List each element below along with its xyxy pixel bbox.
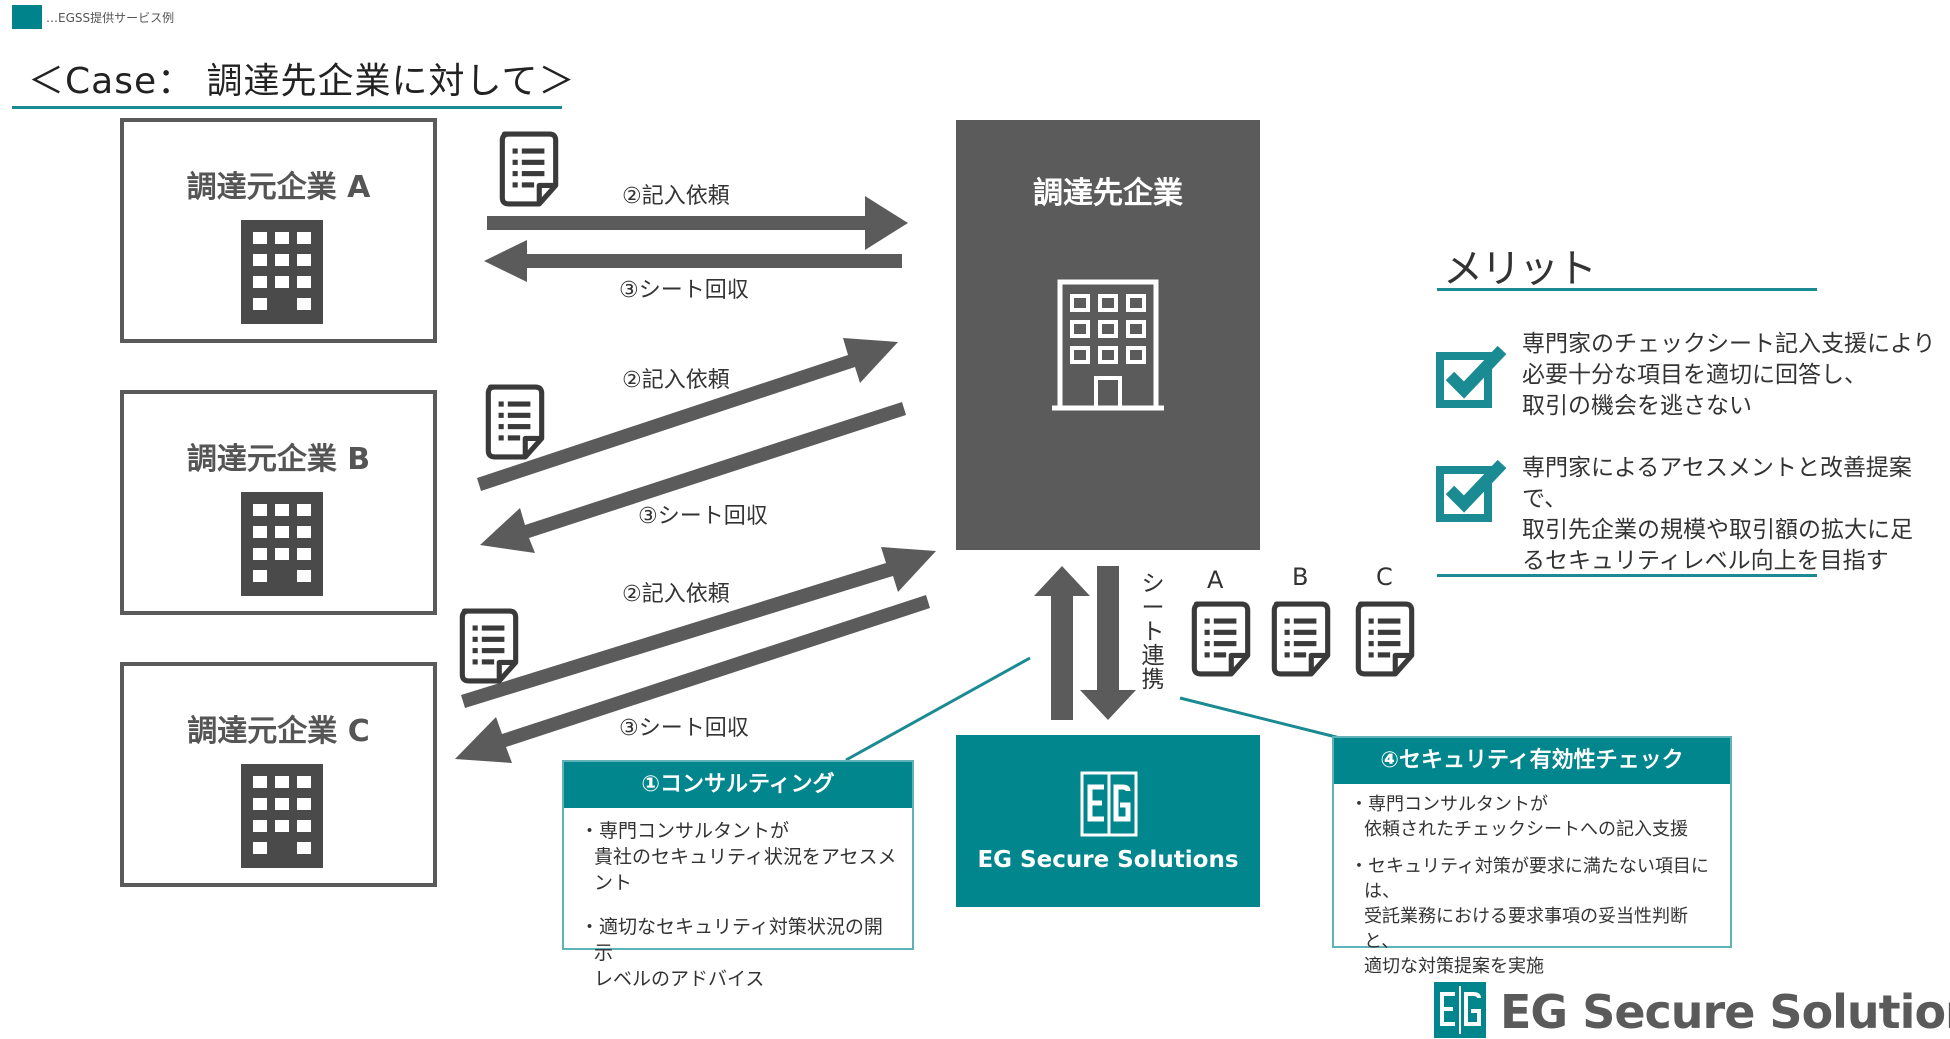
arrow-collect-a bbox=[484, 240, 902, 282]
sheet-b-document-icon bbox=[1270, 600, 1332, 678]
merit-underline bbox=[1437, 288, 1817, 291]
legend-text: …EGSS提供サービス例 bbox=[46, 11, 175, 25]
building-icon bbox=[1052, 279, 1164, 411]
arrow-label-collect-c: ③シート回収 bbox=[619, 716, 749, 741]
client-box-c: 調達元企業 C bbox=[120, 662, 437, 887]
sheet-letter-b: B bbox=[1292, 563, 1309, 591]
arrow-label-request-a: ②記入依頼 bbox=[622, 184, 730, 209]
document-icon bbox=[498, 130, 560, 208]
client-label-b: 調達元企業 B bbox=[186, 442, 371, 477]
security-check-item: ・セキュリティ対策が要求に満たない項目には、 受託業務における要求事項の妥当性判… bbox=[1350, 856, 1709, 977]
eg-logo-icon bbox=[1080, 771, 1138, 837]
consulting-title: ①コンサルティング bbox=[564, 762, 912, 808]
client-box-a: 調達元企業 A bbox=[120, 118, 437, 343]
merit-item-2: 専門家によるアセスメントと改善提案で、 取引先企業の規模や取引額の拡大に足 るセ… bbox=[1522, 455, 1913, 574]
consulting-box: ①コンサルティング ・専門コンサルタントが 貴社のセキュリティ状況をアセスメント… bbox=[562, 760, 914, 990]
building-icon bbox=[241, 764, 323, 868]
security-check-item: ・専門コンサルタントが 依頼されたチェックシートへの記入支援 bbox=[1350, 794, 1688, 840]
sheet-c-document-icon bbox=[1354, 600, 1416, 678]
client-label-c: 調達元企業 C bbox=[187, 714, 370, 749]
arrow-label-request-b: ②記入依頼 bbox=[622, 368, 730, 393]
building-icon bbox=[241, 220, 323, 324]
arrow-egss-up bbox=[1034, 566, 1090, 720]
arrow-label-request-c: ②記入依頼 bbox=[622, 582, 730, 607]
egss-name: EG Secure Solutions bbox=[977, 847, 1239, 873]
client-label-a: 調達元企業 A bbox=[186, 170, 371, 205]
supplier-label: 調達先企業 bbox=[1033, 176, 1183, 211]
checkbox-checked-icon bbox=[1436, 346, 1508, 408]
footer-eg-logo-icon bbox=[1434, 982, 1486, 1038]
supplier-box: 調達先企業 bbox=[956, 120, 1260, 550]
arrow-request-a bbox=[487, 196, 908, 250]
merit-item-1: 専門家のチェックシート記入支援により 必要十分な項目を適切に回答し、 取引の機会… bbox=[1522, 331, 1936, 419]
client-box-b: 調達元企業 B bbox=[120, 390, 437, 615]
security-check-box: ④セキュリティ有効性チェック ・専門コンサルタントが 依頼されたチェックシートへ… bbox=[1332, 736, 1732, 977]
sheet-letter-c: C bbox=[1376, 563, 1393, 591]
building-icon bbox=[241, 492, 323, 596]
merit-bottom-line bbox=[1437, 574, 1817, 577]
merit-title: メリット bbox=[1443, 246, 1597, 292]
document-icon bbox=[484, 383, 546, 461]
arrow-label-collect-b: ③シート回収 bbox=[638, 504, 768, 529]
consulting-item: ・専門コンサルタントが 貴社のセキュリティ状況をアセスメント bbox=[580, 820, 897, 894]
legend-swatch bbox=[12, 5, 42, 29]
egss-box: EG Secure Solutions bbox=[956, 735, 1260, 907]
checkbox-checked-icon bbox=[1436, 460, 1508, 522]
arrow-sync-down bbox=[1080, 566, 1136, 720]
connector-security-check bbox=[1179, 696, 1349, 742]
consulting-item: ・適切なセキュリティ対策状況の開示 レベルのアドバイス bbox=[580, 916, 883, 990]
sheet-a-document-icon bbox=[1190, 600, 1252, 678]
security-check-title: ④セキュリティ有効性チェック bbox=[1334, 738, 1730, 784]
sheet-sync-label: シート連携 bbox=[1141, 571, 1165, 693]
document-icon bbox=[458, 607, 520, 685]
arrow-request-c bbox=[461, 547, 936, 708]
connector-consulting bbox=[845, 656, 1031, 762]
case-title-underline bbox=[12, 106, 562, 109]
arrow-request-b bbox=[477, 338, 898, 491]
sheet-letter-a: A bbox=[1207, 566, 1224, 594]
footer-company-name: EG Secure Solutions bbox=[1500, 985, 1950, 1039]
arrow-collect-b bbox=[480, 402, 906, 553]
case-title: ＜Case： 調達先企業に対して＞ bbox=[28, 61, 576, 102]
arrow-collect-c bbox=[455, 595, 930, 763]
arrow-label-collect-a: ③シート回収 bbox=[619, 278, 749, 303]
